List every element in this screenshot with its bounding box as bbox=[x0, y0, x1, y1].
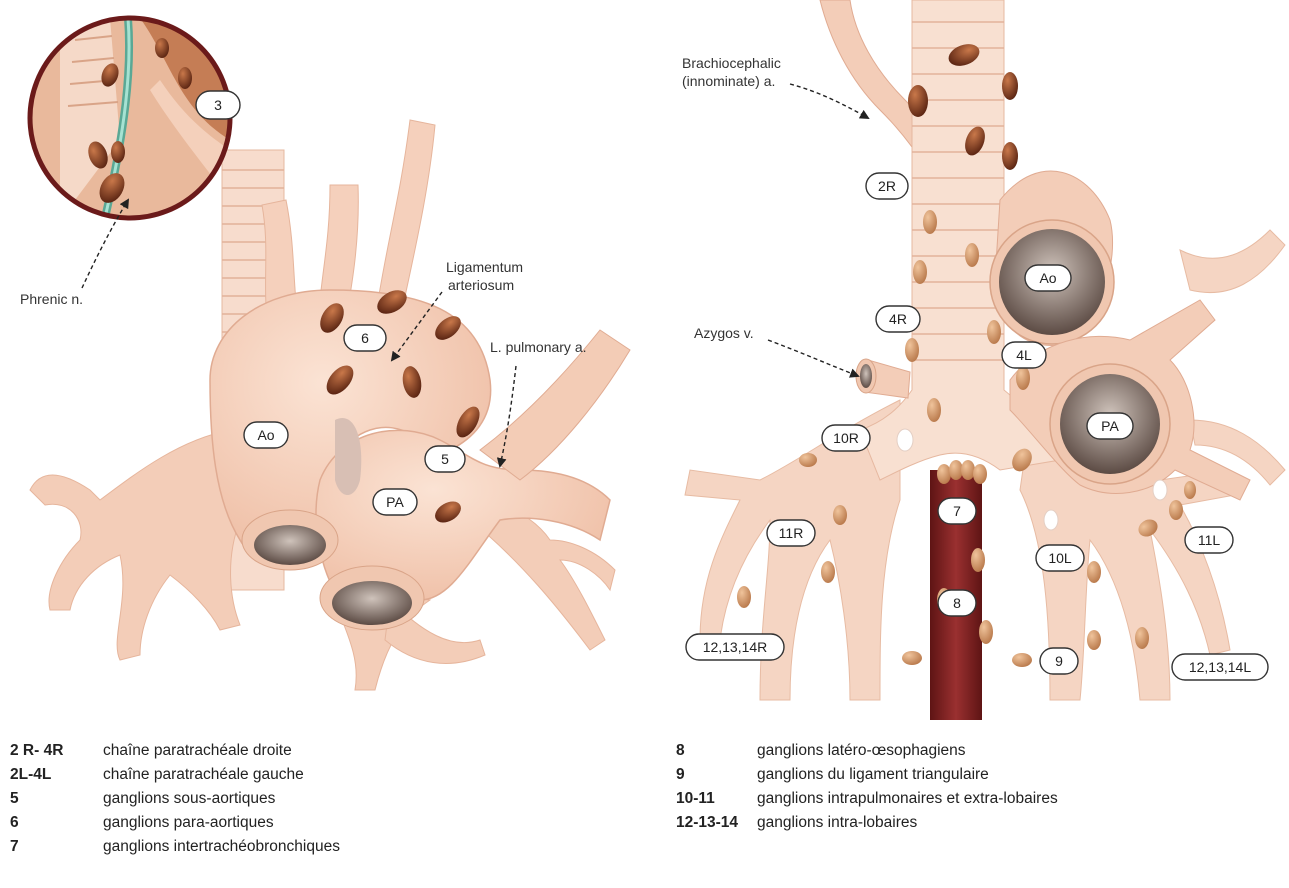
label-station-12-13-14R: 12,13,14R bbox=[703, 639, 768, 655]
label-left-pa: PA bbox=[386, 494, 404, 510]
right-aorta bbox=[990, 171, 1114, 346]
label-station-4L: 4L bbox=[1016, 347, 1032, 363]
legend-code: 9 bbox=[676, 766, 685, 784]
legend-desc: ganglions intrapulmonaires et extra-loba… bbox=[757, 790, 1058, 808]
legend-desc: ganglions latéro-œsophagiens bbox=[757, 742, 966, 760]
label-left-aorta: Ao bbox=[257, 427, 274, 443]
label-station-11R: 11R bbox=[779, 525, 804, 541]
label-station-12-13-14L: 12,13,14L bbox=[1189, 659, 1251, 675]
label-station-7: 7 bbox=[953, 503, 961, 519]
legend-desc: chaîne paratrachéale gauche bbox=[103, 766, 304, 784]
legend-code: 12-13-14 bbox=[676, 814, 738, 832]
annotation-brachiocephalic-1: Brachiocephalic bbox=[682, 55, 781, 71]
azygos-vein bbox=[856, 359, 910, 398]
arrow-azygos bbox=[768, 340, 858, 376]
annotation-l-pulmonary: L. pulmonary a. bbox=[490, 339, 587, 355]
legend: 2 R- 4R chaîne paratrachéale droite 2L-4L… bbox=[0, 720, 1289, 888]
legend-desc: ganglions sous-aortiques bbox=[103, 790, 275, 808]
legend-code: 10-11 bbox=[676, 790, 715, 808]
annotation-ligamentum-1: Ligamentum bbox=[446, 259, 523, 275]
legend-code: 8 bbox=[676, 742, 685, 760]
legend-code: 6 bbox=[10, 814, 19, 832]
annotation-phrenic: Phrenic n. bbox=[20, 291, 83, 307]
legend-desc: ganglions intertrachéobronchiques bbox=[103, 838, 340, 856]
label-station-8: 8 bbox=[953, 595, 961, 611]
annotation-azygos: Azygos v. bbox=[694, 325, 754, 341]
label-station-4R: 4R bbox=[889, 311, 907, 327]
label-station-10R: 10R bbox=[833, 430, 859, 446]
label-station-11L: 11L bbox=[1198, 532, 1221, 548]
label-station-10L: 10L bbox=[1048, 550, 1072, 566]
legend-code: 7 bbox=[10, 838, 19, 856]
label-right-aorta: Ao bbox=[1039, 270, 1056, 286]
annotation-ligamentum-2: arteriosum bbox=[448, 277, 514, 293]
label-station-6: 6 bbox=[361, 330, 369, 346]
legend-desc: ganglions du ligament triangulaire bbox=[757, 766, 989, 784]
legend-code: 2L-4L bbox=[10, 766, 51, 784]
legend-desc: chaîne paratrachéale droite bbox=[103, 742, 292, 760]
legend-code: 5 bbox=[10, 790, 19, 808]
diagram-stage: 3 6 Ao 5 PA Phrenic n. Ligamentum arteri… bbox=[0, 0, 1289, 720]
phrenic-inset bbox=[30, 18, 230, 220]
label-station-5: 5 bbox=[441, 451, 449, 467]
legend-desc: ganglions para-aortiques bbox=[103, 814, 274, 832]
annotation-brachiocephalic-2: (innominate) a. bbox=[682, 73, 775, 89]
left-figure: 3 6 Ao 5 PA Phrenic n. Ligamentum arteri… bbox=[20, 18, 630, 690]
legend-code: 2 R- 4R bbox=[10, 742, 63, 760]
right-figure: 2R Ao 4R 4L PA 10R 7 11R 11L 10L 8 9 bbox=[682, 0, 1285, 720]
legend-desc: ganglions intra-lobaires bbox=[757, 814, 917, 832]
lymph-node-diagram: 3 6 Ao 5 PA Phrenic n. Ligamentum arteri… bbox=[0, 0, 1289, 720]
arrow-brachiocephalic bbox=[790, 84, 868, 118]
label-station-2R: 2R bbox=[878, 178, 896, 194]
label-station-3: 3 bbox=[214, 97, 222, 113]
label-station-9: 9 bbox=[1055, 653, 1063, 669]
label-right-pa: PA bbox=[1101, 418, 1119, 434]
